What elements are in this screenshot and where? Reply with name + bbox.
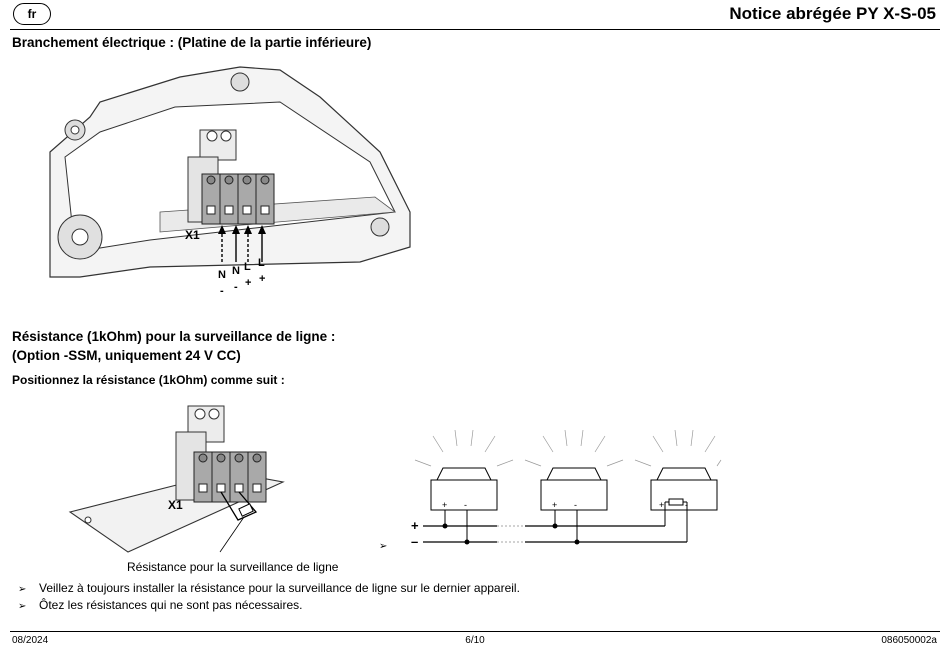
- terminal-sign-4: +: [259, 273, 265, 285]
- terminal-label-x1: X1: [185, 228, 200, 242]
- wiring-minus-label: –: [411, 534, 418, 549]
- resistor-positioning-instruction: Positionnez la résistance (1kOhm) comme …: [12, 373, 285, 387]
- list-item-text: Veillez à toujours installer la résistan…: [39, 581, 520, 595]
- terminal-sign-1: -: [220, 285, 224, 297]
- wiring-diagram: ➢ + - + - + -: [379, 430, 722, 552]
- footer-document-number: 086050002a: [881, 635, 937, 646]
- footer-page-number: 6/10: [465, 635, 485, 646]
- terminal-letter-1: N: [218, 269, 226, 281]
- list-item: ➢ Ôtez les résistances qui ne sont pas né…: [18, 597, 520, 614]
- terminal-letter-3: L: [244, 261, 251, 273]
- instruction-list: ➢ Veillez à toujours installer la résista…: [18, 580, 520, 614]
- device-2-minus: -: [574, 500, 577, 510]
- footer-divider: [10, 631, 940, 632]
- device-1-plus: +: [442, 500, 447, 510]
- terminal-letter-4: L: [258, 257, 265, 269]
- terminal-letter-2: N: [232, 265, 240, 277]
- device-1: [414, 430, 514, 511]
- device-1-minus: -: [464, 500, 467, 510]
- header-divider: [10, 29, 940, 30]
- terminal-sign-2: -: [234, 281, 238, 293]
- list-item-text: Ôtez les résistances qui ne sont pas néc…: [39, 598, 303, 612]
- list-item: ➢ Veillez à toujours installer la résista…: [18, 580, 520, 597]
- device-3-plus: +: [659, 500, 664, 510]
- section-title-electrical-connection: Branchement électrique : (Platine de la …: [12, 35, 372, 50]
- wiring-arrow-icon: ➢: [379, 541, 387, 552]
- terminal-board-illustration: X1 N N L L - - + +: [49, 66, 411, 297]
- document-title: Notice abrégée PY X-S-05: [729, 4, 936, 23]
- device-2: [524, 430, 624, 511]
- wiring-plus-label: +: [411, 518, 419, 533]
- language-badge: fr: [13, 3, 51, 25]
- device-2-plus: +: [552, 500, 557, 510]
- terminal-sign-3: +: [245, 277, 251, 289]
- resistor-symbol: [668, 498, 684, 506]
- arrow-bullet-icon: ➢: [18, 584, 27, 595]
- arrow-bullet-icon: ➢: [18, 601, 27, 612]
- device-3-last: [634, 430, 722, 511]
- resistor-caption: Résistance pour la surveillance de ligne: [127, 560, 339, 574]
- section-title-line-monitoring: Résistance (1kOhm) pour la surveillance …: [12, 329, 336, 344]
- resistor-terminal-illustration: X1: [68, 405, 285, 553]
- section-subtitle-option: (Option -SSM, uniquement 24 V CC): [12, 348, 241, 363]
- footer-date: 08/2024: [12, 635, 49, 646]
- terminal-label-x1-resistor: X1: [168, 498, 183, 512]
